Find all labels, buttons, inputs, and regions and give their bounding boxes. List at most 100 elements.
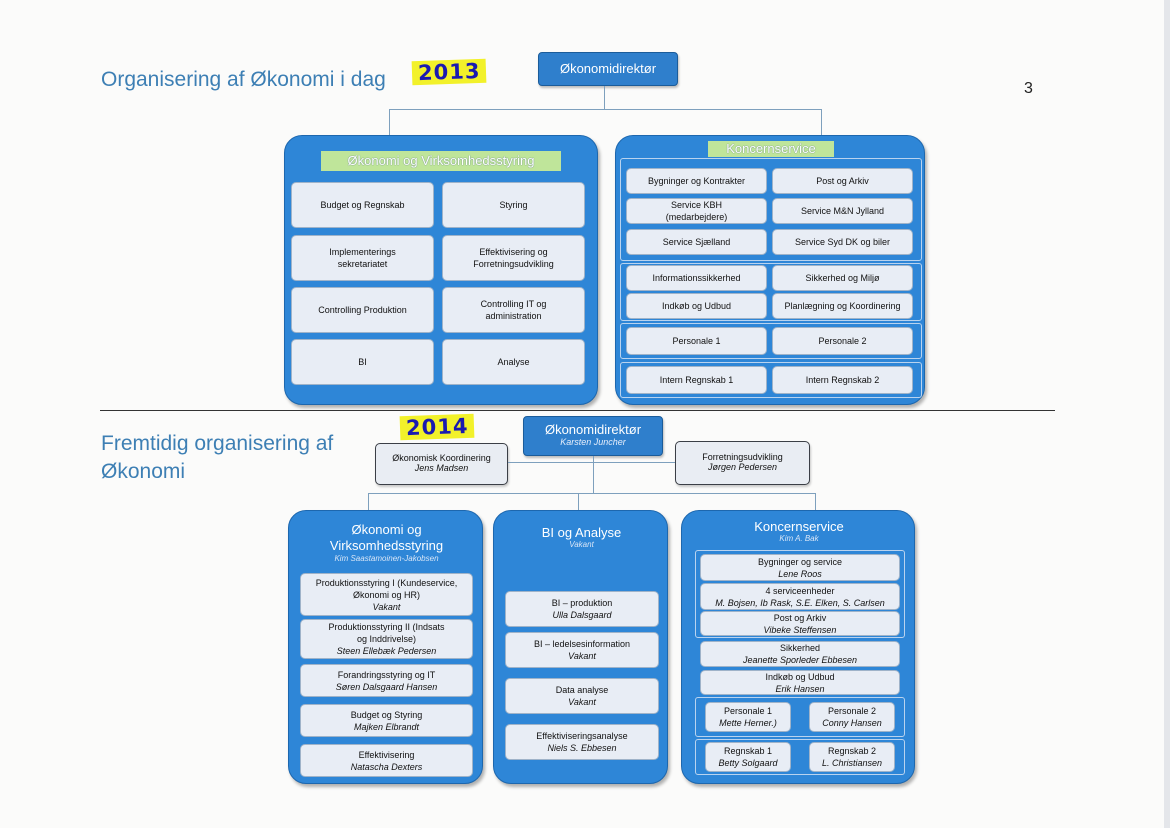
org-unit: Indkøb og Udbud Erik Hansen [700,670,900,695]
unit-group [620,362,922,398]
top-panel-koncernservice: Koncernservice Bygninger og Kontrakter P… [615,135,925,405]
bottom-director-label: Økonomidirektør [544,422,642,437]
unit-person: Erik Hansen [775,683,825,694]
unit-group [695,550,905,638]
org-unit: Intern Regnskab 1 [626,366,767,394]
unit-group [620,263,922,321]
unit-person: Betty Solgaard [718,758,778,768]
org-unit: Effektiviseringsanalyse Niels S. Ebbesen [505,724,659,760]
page-number: 3 [1024,80,1033,97]
top-panel-okonomi: Økonomi og Virksomhedsstyring Budget og … [284,135,598,405]
org-unit: Personale 2 [772,327,913,355]
org-unit: Analyse [442,339,585,385]
unit-person: Vakant [372,601,401,612]
unit-label: Produktionsstyring I (Kundeservice, Økon… [315,577,458,600]
unit-label: Personale 2 [827,706,877,716]
panel-leader: Kim A. Bak [779,534,819,543]
org-unit: Intern Regnskab 2 [772,366,913,394]
org-unit: Regnskab 2 L. Christiansen [809,742,895,772]
org-unit: Service Sjælland [626,229,767,255]
org-unit: Controlling Produktion [291,287,434,333]
unit-label: BI – ledelsesinformation [533,639,631,649]
page-edge [1164,0,1170,828]
connector [389,109,821,110]
unit-person: Steen Ellebæk Pedersen [336,646,437,656]
unit-label: Sikkerhed [779,643,821,653]
unit-label: Regnskab 1 [723,746,773,756]
org-unit: Service KBH (medarbejdere) [626,198,767,224]
unit-person: Niels S. Ebbesen [547,743,617,753]
bottom-panel-bi: BI og Analyse Vakant BI – produktion Ull… [493,510,668,784]
org-unit: Budget og Regnskab [291,182,434,228]
unit-group [695,739,905,775]
connector [368,493,815,494]
unit-group [620,158,922,261]
org-unit: Data analyse Vakant [505,678,659,714]
org-unit: BI – produktion Ulla Dalsgaard [505,591,659,627]
org-unit: Personale 2 Conny Hansen [809,702,895,732]
panel-title: BI og Analyse [541,525,622,540]
year-note-2014: 2014 [399,413,475,441]
org-unit: Post og Arkiv [772,168,913,194]
org-unit: Budget og Styring Majken Elbrandt [300,704,473,737]
org-unit: Effektivisering Natascha Dexters [300,744,473,777]
unit-label: Indkøb og Udbud [765,671,835,682]
bottom-panel-koncernservice-header: Koncernservice Kim A. Bak [682,519,916,543]
org-unit: Forandringsstyring og IT Søren Dalsgaard… [300,664,473,697]
connector [389,109,390,135]
panel-title: Koncernservice [754,519,844,534]
unit-person: L. Christiansen [821,758,883,768]
unit-group [695,697,905,737]
unit-person: Ulla Dalsgaard [552,610,612,620]
unit-label: Data analyse [555,685,609,695]
unit-person: Lene Roos [778,568,822,579]
forretningsudvikling-box: Forretningsudvikling Jørgen Pedersen [675,441,810,485]
org-unit: Controlling IT og administration [442,287,585,333]
org-unit: Sikkerhed Jeanette Sporleder Ebbesen [700,641,900,667]
unit-person: Søren Dalsgaard Hansen [335,681,438,692]
unit-label: Bygninger og service [757,556,843,567]
org-unit: Produktionsstyring I (Kundeservice, Økon… [300,573,473,616]
connector [604,86,605,109]
org-unit: Styring [442,182,585,228]
org-unit: Planlægning og Koordinering [772,293,913,319]
unit-label: Regnskab 2 [827,746,877,756]
top-director-box: Økonomidirektør [538,52,678,86]
side-box-label: Forretningsudvikling [702,452,783,462]
connector [815,493,816,510]
unit-label: Forandringsstyring og IT [337,669,436,680]
unit-person: Majken Elbrandt [353,721,420,732]
org-unit: Service Syd DK og biler [772,229,913,255]
panel-leader: Vakant [569,540,594,549]
unit-label: Produktionsstyring II (Indsats og Inddri… [328,622,445,644]
bottom-director-name: Karsten Juncher [560,437,626,447]
side-box-label: Økonomisk Koordinering [392,453,491,463]
org-unit: 4 serviceenheder M. Bojsen, Ib Rask, S.E… [700,583,900,610]
okonomisk-koordinering-box: Økonomisk Koordinering Jens Madsen [375,443,508,485]
unit-label: 4 serviceenheder [765,585,835,596]
bottom-panel-bi-header: BI og Analyse Vakant [494,525,669,549]
org-unit: BI – ledelsesinformation Vakant [505,632,659,668]
connector [578,493,579,510]
unit-person: Conny Hansen [822,718,882,728]
unit-person: Vibeke Steffensen [763,624,837,635]
org-unit: Bygninger og service Lene Roos [700,554,900,581]
unit-person: Mette Herner.) [719,718,777,728]
org-unit: Effektivisering og Forretningsudvikling [442,235,585,281]
org-unit: Indkøb og Udbud [626,293,767,319]
side-box-name: Jørgen Pedersen [707,462,778,472]
org-unit: BI [291,339,434,385]
unit-group [620,323,922,359]
unit-label: Personale 1 [723,706,773,716]
bottom-title: Fremtidig organisering af Økonomi [101,432,334,483]
top-panel-okonomi-title: Økonomi og Virksomhedsstyring [321,151,561,171]
top-director-label: Økonomidirektør [559,61,657,76]
unit-label: Effektivisering [358,749,415,760]
org-unit: Implementerings sekretariatet [291,235,434,281]
panel-title: Økonomi og Virksomhedsstyring [329,522,444,553]
unit-person: M. Bojsen, Ib Rask, S.E. Elken, S. Carls… [715,597,885,608]
unit-label: Budget og Styring [350,709,423,720]
panel-leader: Kim Saastamoinen-Jakobsen [334,554,439,563]
bottom-director-box: Økonomidirektør Karsten Juncher [523,416,663,456]
unit-person: Jeanette Sporleder Ebbesen [742,655,858,665]
